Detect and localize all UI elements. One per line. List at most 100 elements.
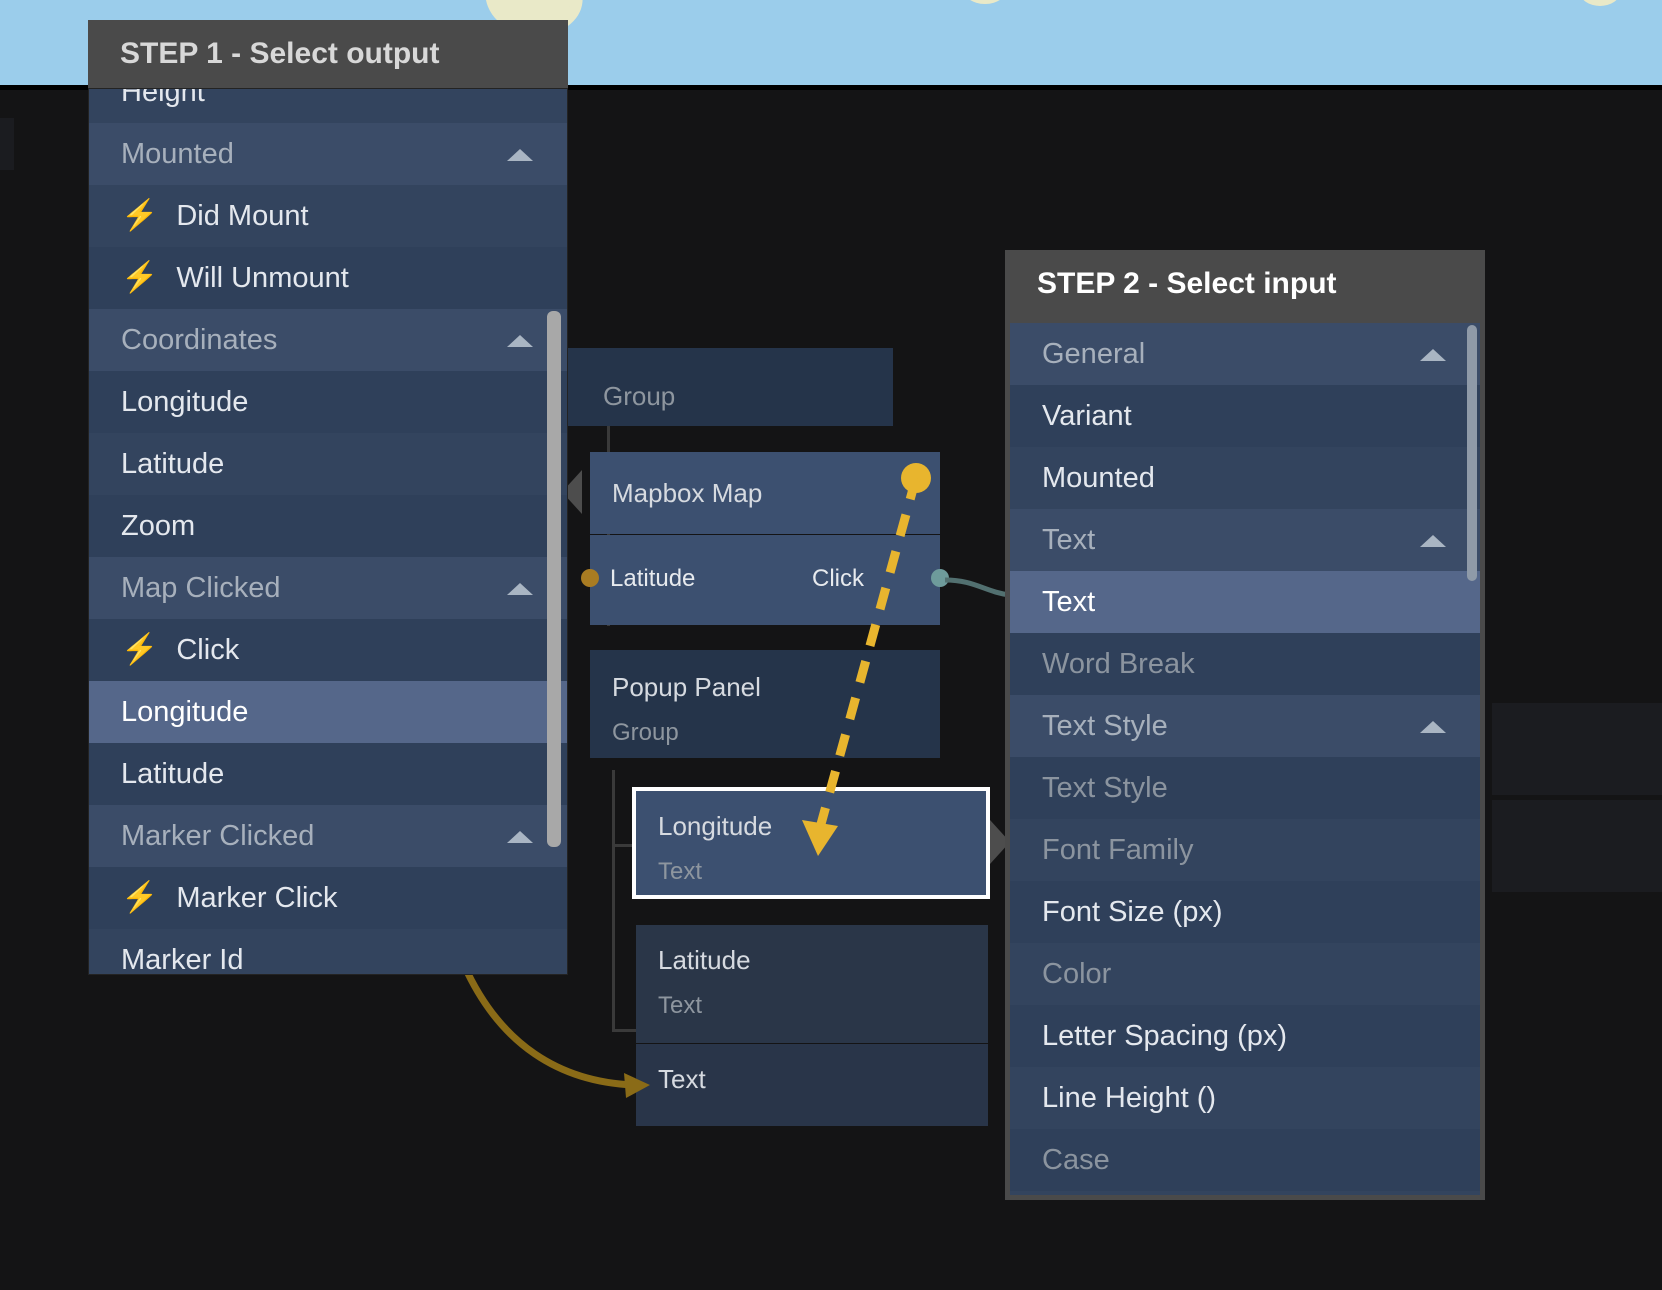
step1-item-height[interactable]: Height [89, 88, 567, 123]
step2-item-mounted[interactable]: Mounted [1010, 447, 1480, 509]
lightning-bolt-icon: ⚡ [121, 881, 159, 914]
step2-item-font-size-px[interactable]: Font Size (px) [1010, 881, 1480, 943]
background-panel [1492, 800, 1662, 892]
link-click-to-step2 [944, 577, 1011, 598]
step1-item-label: Did Mount [176, 199, 309, 232]
step2-item-label: Variant [1042, 399, 1132, 432]
node-popup-panel[interactable]: Popup Panel Group [590, 650, 940, 758]
step1-item-click[interactable]: ⚡Click [89, 619, 567, 681]
step1-item-zoom[interactable]: Zoom [89, 495, 567, 557]
step2-title: STEP 2 - Select input [1005, 250, 1485, 318]
step1-item-label: Marker Id [121, 943, 244, 975]
step2-item-text-style[interactable]: Text Style [1010, 695, 1480, 757]
step1-item-longitude[interactable]: Longitude [89, 371, 567, 433]
step1-item-marker-id[interactable]: Marker Id [89, 929, 567, 975]
map-land-shape [1580, 0, 1620, 6]
node-title: Text [658, 1064, 706, 1094]
step2-item-text-style[interactable]: Text Style [1010, 757, 1480, 819]
step1-item-label: Coordinates [121, 323, 278, 356]
node-subtitle: Group [612, 719, 679, 746]
step1-item-latitude[interactable]: Latitude [89, 433, 567, 495]
step1-item-label: Click [176, 633, 240, 666]
step1-item-longitude[interactable]: Longitude [89, 681, 567, 743]
map-land-shape [540, 0, 580, 8]
tree-connector [612, 844, 636, 847]
map-land-shape [962, 0, 1008, 4]
node-text[interactable]: Text [636, 1044, 988, 1126]
port-label-latitude: Latitude [610, 565, 696, 592]
step1-item-label: Marker Click [176, 881, 338, 914]
tree-connector [612, 770, 615, 1032]
node-subtitle: Text [658, 992, 703, 1019]
step2-item-label: Letter Spacing (px) [1042, 1019, 1288, 1052]
step2-item-label: General [1042, 337, 1146, 370]
tree-connector [612, 1029, 636, 1032]
step2-item-label: Font Size (px) [1042, 895, 1223, 928]
port-label-click: Click [812, 565, 864, 592]
step2-scrollbar[interactable] [1467, 325, 1477, 581]
step1-item-map-clicked[interactable]: Map Clicked [89, 557, 567, 619]
step1-title: STEP 1 - Select output [88, 20, 568, 88]
step1-item-label: Mounted [121, 137, 234, 170]
background-panel [1492, 703, 1662, 795]
step1-item-marker-click[interactable]: ⚡ Marker Click [89, 867, 567, 929]
step1-item-label: Zoom [121, 509, 196, 542]
step1-item-marker-clicked[interactable]: Marker Clicked [89, 805, 567, 867]
node-title: Mapbox Map [612, 478, 763, 508]
lightning-bolt-icon: ⚡ [121, 199, 159, 232]
step1-item-label: Marker Clicked [121, 819, 315, 852]
step2-item-general[interactable]: General [1010, 323, 1480, 385]
step1-item-label: Height [121, 88, 205, 108]
node-group-top[interactable]: Group [545, 348, 893, 426]
step2-item-font-family[interactable]: Font Family [1010, 819, 1480, 881]
step2-item-color[interactable]: Color [1010, 943, 1480, 1005]
node-subtitle: Text [658, 858, 703, 885]
chevron-up-icon[interactable] [507, 149, 533, 161]
chevron-up-icon[interactable] [507, 583, 533, 595]
step2-item-variant[interactable]: Variant [1010, 385, 1480, 447]
chevron-up-icon[interactable] [1420, 535, 1446, 547]
chevron-up-icon[interactable] [1420, 721, 1446, 733]
step2-item-case[interactable]: Case [1010, 1129, 1480, 1191]
chevron-up-icon[interactable] [507, 831, 533, 843]
node-mapbox-ports[interactable]: Latitude Click [581, 535, 949, 625]
step1-item-did-mount[interactable]: ⚡ Did Mount [89, 185, 567, 247]
step1-item-label: Latitude [121, 447, 225, 480]
step2-item-text[interactable]: Text [1010, 509, 1480, 571]
strip-divider [0, 85, 1662, 90]
port-input-latitude[interactable] [581, 569, 599, 587]
step2-item-text[interactable]: Text [1010, 571, 1480, 633]
step1-item-label: Longitude [121, 385, 249, 418]
node-title: Latitude [658, 945, 751, 975]
node-mapbox-map[interactable]: Mapbox Map [590, 452, 940, 534]
step2-item-letter-spacing-px[interactable]: Letter Spacing (px) [1010, 1005, 1480, 1067]
step1-item-label: Map Clicked [121, 571, 281, 604]
step2-item-label: Text [1042, 585, 1096, 618]
chevron-up-icon[interactable] [507, 335, 533, 347]
step1-scrollbar[interactable] [547, 311, 561, 847]
step1-item-will-unmount[interactable]: ⚡Will Unmount [89, 247, 567, 309]
step2-item-label: Text Style [1042, 709, 1168, 742]
step2-item-line-height[interactable]: Line Height () [1010, 1067, 1480, 1129]
step1-item-latitude[interactable]: Latitude [89, 743, 567, 805]
step1-item-label: Latitude [121, 757, 225, 790]
node-longitude[interactable]: Longitude Text [632, 787, 990, 899]
step2-item-label: Font Family [1042, 833, 1194, 866]
port-output-click[interactable] [931, 569, 949, 587]
node-latitude[interactable]: Latitude Text [636, 925, 988, 1043]
node-title: Popup Panel [612, 672, 761, 702]
step1-item-label: Longitude [121, 695, 249, 728]
chevron-up-icon[interactable] [1420, 349, 1446, 361]
step2-item-label: Word Break [1042, 647, 1195, 680]
step1-item-mounted[interactable]: Mounted [89, 123, 567, 185]
step2-item-label: Line Height () [1042, 1081, 1217, 1114]
step2-item-word-break[interactable]: Word Break [1010, 633, 1480, 695]
step2-item-label: Case [1042, 1143, 1110, 1176]
step1-item-coordinates[interactable]: Coordinates [89, 309, 567, 371]
step2-item-label: Mounted [1042, 461, 1155, 494]
